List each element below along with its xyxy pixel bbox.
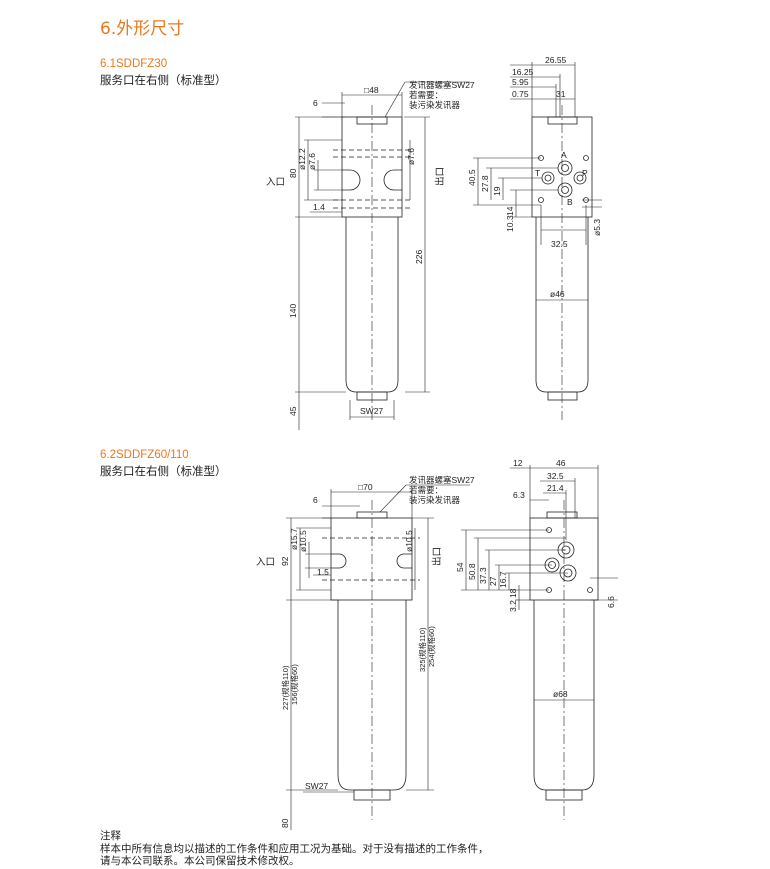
s2-15: 1.5 xyxy=(317,567,329,577)
s1-sw: SW27 xyxy=(360,406,383,416)
filter-1-front-view xyxy=(531,105,593,420)
s2-80: 80 xyxy=(280,818,290,828)
notes-line-1: 样本中所有信息均以描述的工作条件和应用工况为基础。对于没有描述的工作条件， xyxy=(100,842,489,855)
s2-left-short: 156(规格60) xyxy=(289,664,299,705)
s2f-508: 50.8 xyxy=(467,563,477,580)
s1f-405: 40.5 xyxy=(467,169,477,186)
s1-inlet: 入口 xyxy=(266,177,285,188)
s2-d157: ø15.7 xyxy=(289,528,299,550)
filter-1-side-view xyxy=(333,105,412,420)
s2f-54: 54 xyxy=(455,562,465,572)
filter-2-side-dims xyxy=(286,484,470,830)
model-1-description: 服务口在右侧（标准型） xyxy=(100,73,227,87)
s1-80: 80 xyxy=(288,168,298,178)
s2f-66: 6.6 xyxy=(606,596,616,608)
s1f-port-t: T xyxy=(535,168,540,178)
s2-right-long: 325(规格110) xyxy=(417,627,427,672)
s2-callout-2: 若需要： xyxy=(409,485,443,495)
s2-d105-r: ø10.5 xyxy=(404,530,414,552)
s2f-d68: ø68 xyxy=(553,689,568,699)
s1-callout-3: 装污染发讯器 xyxy=(409,100,461,110)
model-1-title: 6.1SDDFZ30 xyxy=(100,58,168,70)
s2-callout-3: 装污染发讯器 xyxy=(409,495,461,505)
s1-square: □48 xyxy=(364,85,379,95)
s1f-278: 27.8 xyxy=(480,175,490,192)
s2f-214: 21.4 xyxy=(547,483,564,493)
s1-d76-l: ø7.6 xyxy=(307,153,317,170)
s1-140: 140 xyxy=(288,304,298,318)
s1f-595: 5.95 xyxy=(512,77,529,87)
s2-outlet: 出口 xyxy=(431,547,443,566)
s2f-167: 16.7 xyxy=(498,571,508,588)
model-2-title: 6.2SDDFZ60/110 xyxy=(100,449,189,461)
s2f-27: 27 xyxy=(488,576,498,586)
s2-left-long: 227(规格110) xyxy=(280,665,290,710)
s1-45: 45 xyxy=(288,406,298,416)
s2-right-short: 254(规格60) xyxy=(426,626,436,667)
s1-dim-top: 6 xyxy=(313,98,318,108)
s2f-12: 12 xyxy=(513,458,523,468)
s1f-1625: 16.25 xyxy=(512,67,534,77)
s2-92: 92 xyxy=(280,556,290,566)
s1f-31: 31 xyxy=(556,89,566,99)
s2-sw: SW27 xyxy=(305,781,328,791)
s2f-18: 18 xyxy=(508,588,518,598)
notes-block: 注释 样本中所有信息均以描述的工作条件和应用工况为基础。对于没有描述的工作条件，… xyxy=(100,830,489,868)
s1-outlet: 出口 xyxy=(434,167,446,186)
s2f-373: 37.3 xyxy=(478,567,488,584)
s1f-port-a: A xyxy=(561,150,567,160)
s1f-d53: ø5.3 xyxy=(592,219,602,236)
s1f-14: 14 xyxy=(505,206,515,216)
s2-callout-1: 发讯器螺塞SW27 xyxy=(409,475,475,485)
s1-d122: ø12.2 xyxy=(297,148,307,170)
model-2-description: 服务口在右侧（标准型） xyxy=(100,464,227,478)
s2f-46: 46 xyxy=(556,458,566,468)
s1-d76-r: ø7.6 xyxy=(406,148,416,165)
s1f-325: 32.5 xyxy=(551,239,568,249)
section-title: 6.外形尺寸 xyxy=(100,19,185,39)
filter-1-side-dims xyxy=(295,81,470,430)
s2f-32: 3.2 xyxy=(508,600,518,612)
s1f-103: 10.3 xyxy=(505,215,515,232)
filter-1-front-dims xyxy=(473,62,602,301)
notes-line-2: 请与本公司联系。本公司保留技术修改权。 xyxy=(100,855,300,867)
s2f-63: 6.3 xyxy=(513,490,525,500)
drawing-labels: 发讯器螺塞SW27 若需要： 装污染发讯器 □48 6 ø12.2 ø7.6 ø… xyxy=(256,55,616,828)
s2-dim-top: 6 xyxy=(313,495,318,505)
notes-title: 注释 xyxy=(100,830,121,842)
s2-square: □70 xyxy=(358,482,373,492)
s2-d105-l: ø10.5 xyxy=(298,530,308,552)
filter-2-front-dims xyxy=(461,465,618,701)
s1f-d46: ø46 xyxy=(550,289,565,299)
s1-226: 226 xyxy=(414,250,424,264)
filter-2-side-view xyxy=(322,500,420,820)
s1-callout-1: 发讯器螺塞SW27 xyxy=(409,80,475,90)
s1f-075: 0.75 xyxy=(512,89,529,99)
filter-2-front-view xyxy=(529,500,599,820)
s1f-19: 19 xyxy=(492,186,502,196)
s1f-2655: 26.55 xyxy=(545,55,567,65)
s1-14: 1.4 xyxy=(313,202,325,212)
s2-inlet: 入口 xyxy=(256,557,275,568)
s1-callout-2: 若需要： xyxy=(409,90,443,100)
s2f-325: 32.5 xyxy=(547,471,564,481)
s1f-port-p: P xyxy=(582,168,588,178)
s1f-port-b: B xyxy=(567,197,573,207)
